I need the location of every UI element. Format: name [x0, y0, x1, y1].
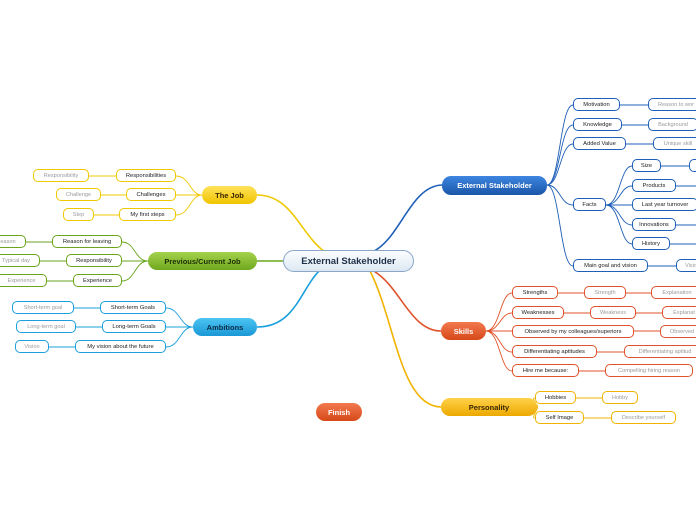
leaf-differentiating-aptitude[interactable]: Differentiating aptitud — [624, 345, 696, 358]
leaf-vision[interactable]: Visio — [676, 259, 696, 272]
leaf-long-term-goal[interactable]: Long-term goal — [16, 320, 76, 333]
sub-facts[interactable]: Facts — [573, 198, 606, 211]
leaf-observed[interactable]: Observed — [660, 325, 696, 338]
connector-central-ambitions — [256, 269, 321, 328]
branch-previous-current-job[interactable]: Previous/Current Job — [148, 252, 257, 270]
connectors-job — [89, 175, 203, 216]
branch-ambitions[interactable]: Ambitions — [193, 318, 257, 336]
leaf-compelling-hiring-reason[interactable]: Compelling hiring reason — [605, 364, 693, 377]
sub-added-value[interactable]: Added Value — [573, 137, 626, 150]
leaf-reason[interactable]: eason — [0, 235, 26, 248]
sub-my-first-steps[interactable]: My first steps — [119, 208, 176, 221]
fact-size-child[interactable] — [689, 159, 696, 172]
leaf-short-term-goal[interactable]: Short-term goal — [12, 301, 74, 314]
branch-external-stakeholder[interactable]: External Stakeholder — [442, 176, 547, 195]
sub-vision-about-future[interactable]: My vision about the future — [75, 340, 166, 353]
sub-weaknesses[interactable]: Weaknesses — [512, 306, 564, 319]
sub-strengths[interactable]: Strengths — [512, 286, 558, 299]
leaf-unique-skill[interactable]: Unique skill — [653, 137, 696, 150]
connector-central-external — [371, 184, 443, 253]
central-topic[interactable]: External Stakeholder — [283, 250, 414, 272]
sub-reason-for-leaving[interactable]: Reason for leaving — [52, 235, 122, 248]
branch-the-job[interactable]: The Job — [202, 186, 257, 204]
sub-challenges[interactable]: Challenges — [126, 188, 176, 201]
connector-central-skills — [371, 269, 442, 332]
sub-responsibilities[interactable]: Responsibilities — [116, 169, 176, 182]
fact-products[interactable]: Products — [632, 179, 676, 192]
sub-long-term-goals[interactable]: Long-term Goals — [102, 320, 166, 333]
leaf-vision-future[interactable]: Vision — [15, 340, 49, 353]
sub-experience[interactable]: Experience — [73, 274, 122, 287]
connectors-skills — [485, 292, 662, 372]
leaf-hobby[interactable]: Hobby — [602, 391, 638, 404]
sub-responsibility[interactable]: Responsibility — [66, 254, 122, 267]
leaf-experience[interactable]: Experience — [0, 274, 47, 287]
sub-knowledge[interactable]: Knowledge — [573, 118, 622, 131]
finish-topic[interactable]: Finish — [316, 403, 362, 421]
leaf-typical-day[interactable]: Typical day — [0, 254, 40, 267]
fact-size[interactable]: Size — [632, 159, 661, 172]
connector-central-job — [256, 194, 326, 253]
leaf-reason-to-work[interactable]: Reason to wor — [648, 98, 696, 111]
sub-hobbies[interactable]: Hobbies — [535, 391, 576, 404]
sub-observed-by-colleagues[interactable]: Observed by my colleagues/superiors — [512, 325, 634, 338]
sub-motivation[interactable]: Motivation — [573, 98, 620, 111]
branch-skills[interactable]: Skills — [441, 322, 486, 340]
sub-self-image[interactable]: Self Image — [535, 411, 584, 424]
fact-innovations[interactable]: Innovations — [632, 218, 676, 231]
leaf-strength-explanation[interactable]: Explanation — [651, 286, 696, 299]
sub-differentiating-aptitudes[interactable]: Differentiating aptitudes — [512, 345, 597, 358]
sub-main-goal-vision[interactable]: Main goal and vision — [573, 259, 648, 272]
leaf-responsibility[interactable]: Responsibility — [33, 169, 89, 182]
leaf-strength[interactable]: Strength — [584, 286, 626, 299]
connectors-previous — [26, 241, 149, 282]
fact-history[interactable]: History — [632, 237, 670, 250]
leaf-describe-yourself[interactable]: Describe yourself — [611, 411, 676, 424]
connectors-ambitions — [49, 307, 194, 348]
leaf-weakness-explanation[interactable]: Explanat — [662, 306, 696, 319]
leaf-weakness[interactable]: Weakness — [590, 306, 636, 319]
leaf-background[interactable]: Background — [648, 118, 696, 131]
leaf-step[interactable]: Step — [63, 208, 94, 221]
connectors-external — [546, 104, 696, 267]
fact-last-year-turnover[interactable]: Last year turnover — [632, 198, 696, 211]
leaf-challenge[interactable]: Challenge — [56, 188, 101, 201]
connector-central-personality — [369, 270, 442, 408]
branch-personality[interactable]: Personality — [441, 398, 537, 416]
sub-hire-me-because[interactable]: Hire me because: — [512, 364, 579, 377]
sub-short-term-goals[interactable]: Short-term Goals — [100, 301, 166, 314]
